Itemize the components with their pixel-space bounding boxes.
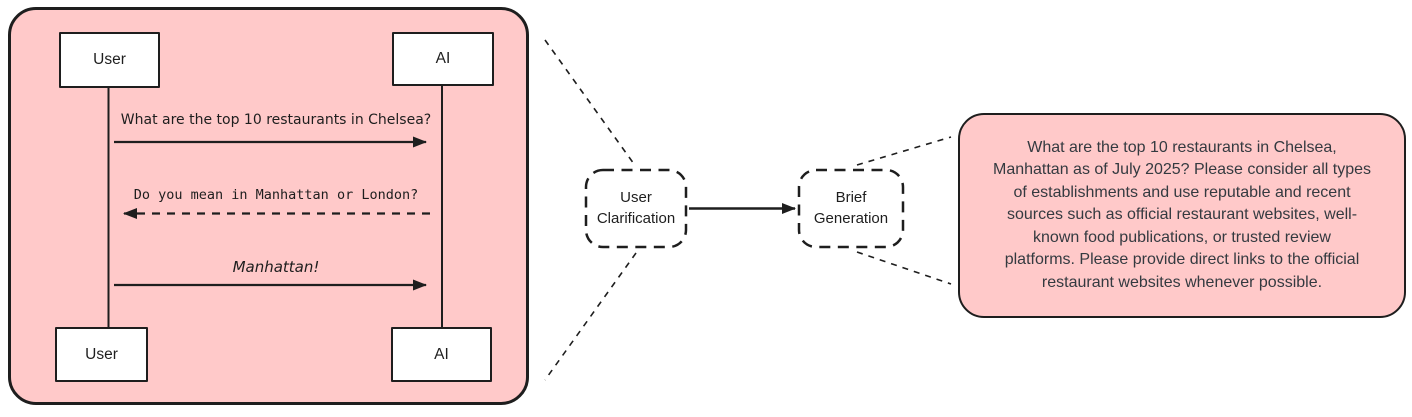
actor-label-user-top: User — [93, 51, 126, 68]
actor-label-user-bottom: User — [85, 345, 118, 363]
actor-label-ai-bottom: AI — [434, 345, 449, 363]
message-2-label: Do you mean in Manhattan or London? — [133, 187, 419, 203]
brief-text: What are the top 10 restaurants in Chels… — [992, 138, 1371, 291]
actor-box-user-bottom: User — [55, 327, 148, 382]
connector-panel-top — [544, 39, 635, 165]
message-3-label: Manhattan! — [232, 258, 320, 276]
connector-brief-top — [856, 136, 952, 166]
actor-box-ai-top: AI — [392, 32, 494, 86]
brief-box: What are the top 10 restaurants in Chels… — [958, 113, 1406, 318]
message-1-label: What are the top 10 restaurants in Chels… — [120, 112, 432, 128]
connector-brief-bottom — [856, 251, 952, 285]
actor-box-user-top: User — [59, 32, 160, 88]
node-brief-generation: Brief Generation — [813, 189, 889, 227]
actor-box-ai-bottom: AI — [391, 327, 492, 382]
node-user-clarification: User Clarification — [596, 189, 676, 227]
connector-panel-bottom — [544, 252, 637, 381]
actor-label-ai-top: AI — [435, 50, 451, 67]
